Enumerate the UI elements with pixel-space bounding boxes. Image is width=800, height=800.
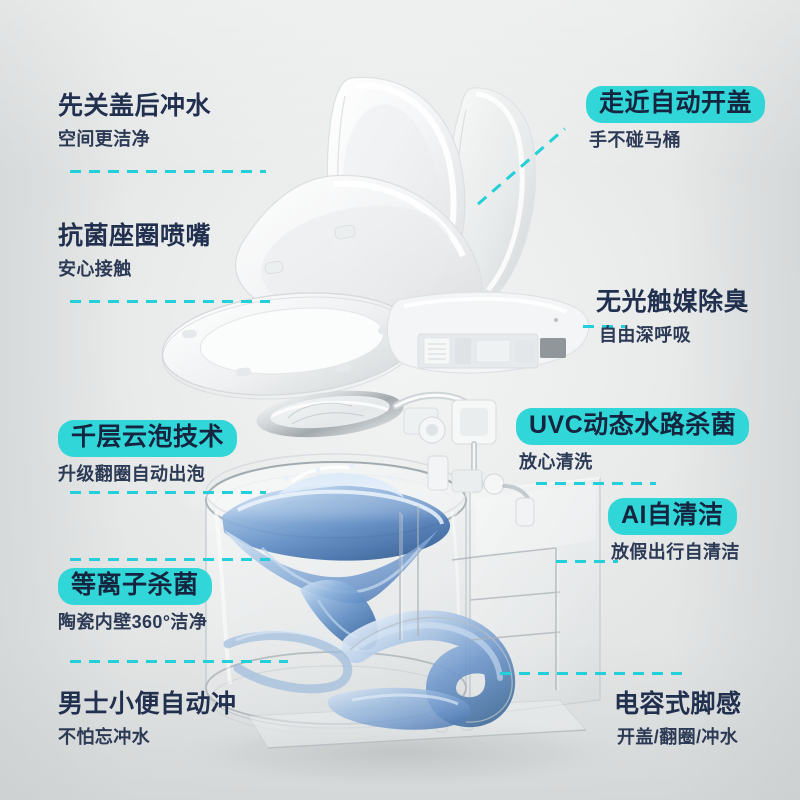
- callout-title: 电容式脚感: [614, 690, 742, 718]
- callout-auto-open-lid: 走近自动开盖 手不碰马桶: [586, 86, 766, 151]
- callout-cloud-foam-technology: 千层云泡技术 升级翻圈自动出泡: [58, 420, 238, 485]
- callout-subtitle: 自由深呼吸: [599, 324, 691, 345]
- callout-subtitle: 放心清洗: [519, 451, 593, 472]
- callout-capacitive-foot-sensor: 电容式脚感 开盖/翻圈/冲水: [614, 690, 742, 748]
- callout-subtitle: 空间更洁净: [58, 128, 150, 149]
- callout-title: 抗菌座圈喷嘴: [58, 222, 212, 250]
- callout-plasma-sterilization: 等离子杀菌 陶瓷内壁360°洁净: [58, 568, 212, 633]
- callout-close-lid-then-flush: 先关盖后冲水 空间更洁净: [58, 92, 211, 150]
- callout-uvc-waterway-sterilization: UVC动态水路杀菌 放心清洗: [516, 408, 750, 473]
- callout-antibacterial-seat-nozzle: 抗菌座圈喷嘴 安心接触: [58, 222, 211, 280]
- callout-title: UVC动态水路杀菌: [516, 408, 750, 445]
- callout-subtitle: 安心接触: [58, 258, 132, 279]
- callout-subtitle: 开盖/翻圈/冲水: [617, 726, 739, 747]
- callout-title: 先关盖后冲水: [58, 92, 212, 120]
- callout-title: 走近自动开盖: [586, 86, 766, 123]
- callout-photocatalyst-deodorize: 无光触媒除臭 自由深呼吸: [596, 288, 749, 346]
- connector-auto-open-lid: [477, 127, 566, 206]
- callout-subtitle: 不怕忘冲水: [58, 726, 150, 747]
- callout-subtitle: 升级翻圈自动出泡: [58, 463, 206, 484]
- callout-title: 等离子杀菌: [58, 568, 212, 605]
- callout-ai-self-clean: AI自清洁 放假出行自清洁: [608, 498, 740, 563]
- callout-title: 千层云泡技术: [58, 420, 238, 457]
- callout-subtitle: 陶瓷内壁360°洁净: [58, 611, 208, 632]
- callout-subtitle: 放假出行自清洁: [611, 541, 740, 562]
- callout-auto-flush-for-men: 男士小便自动冲 不怕忘冲水: [58, 690, 237, 748]
- callout-subtitle: 手不碰马桶: [589, 129, 681, 150]
- callout-title: 男士小便自动冲: [58, 690, 237, 718]
- callout-title: AI自清洁: [608, 498, 737, 535]
- callout-title: 无光触媒除臭: [596, 288, 750, 316]
